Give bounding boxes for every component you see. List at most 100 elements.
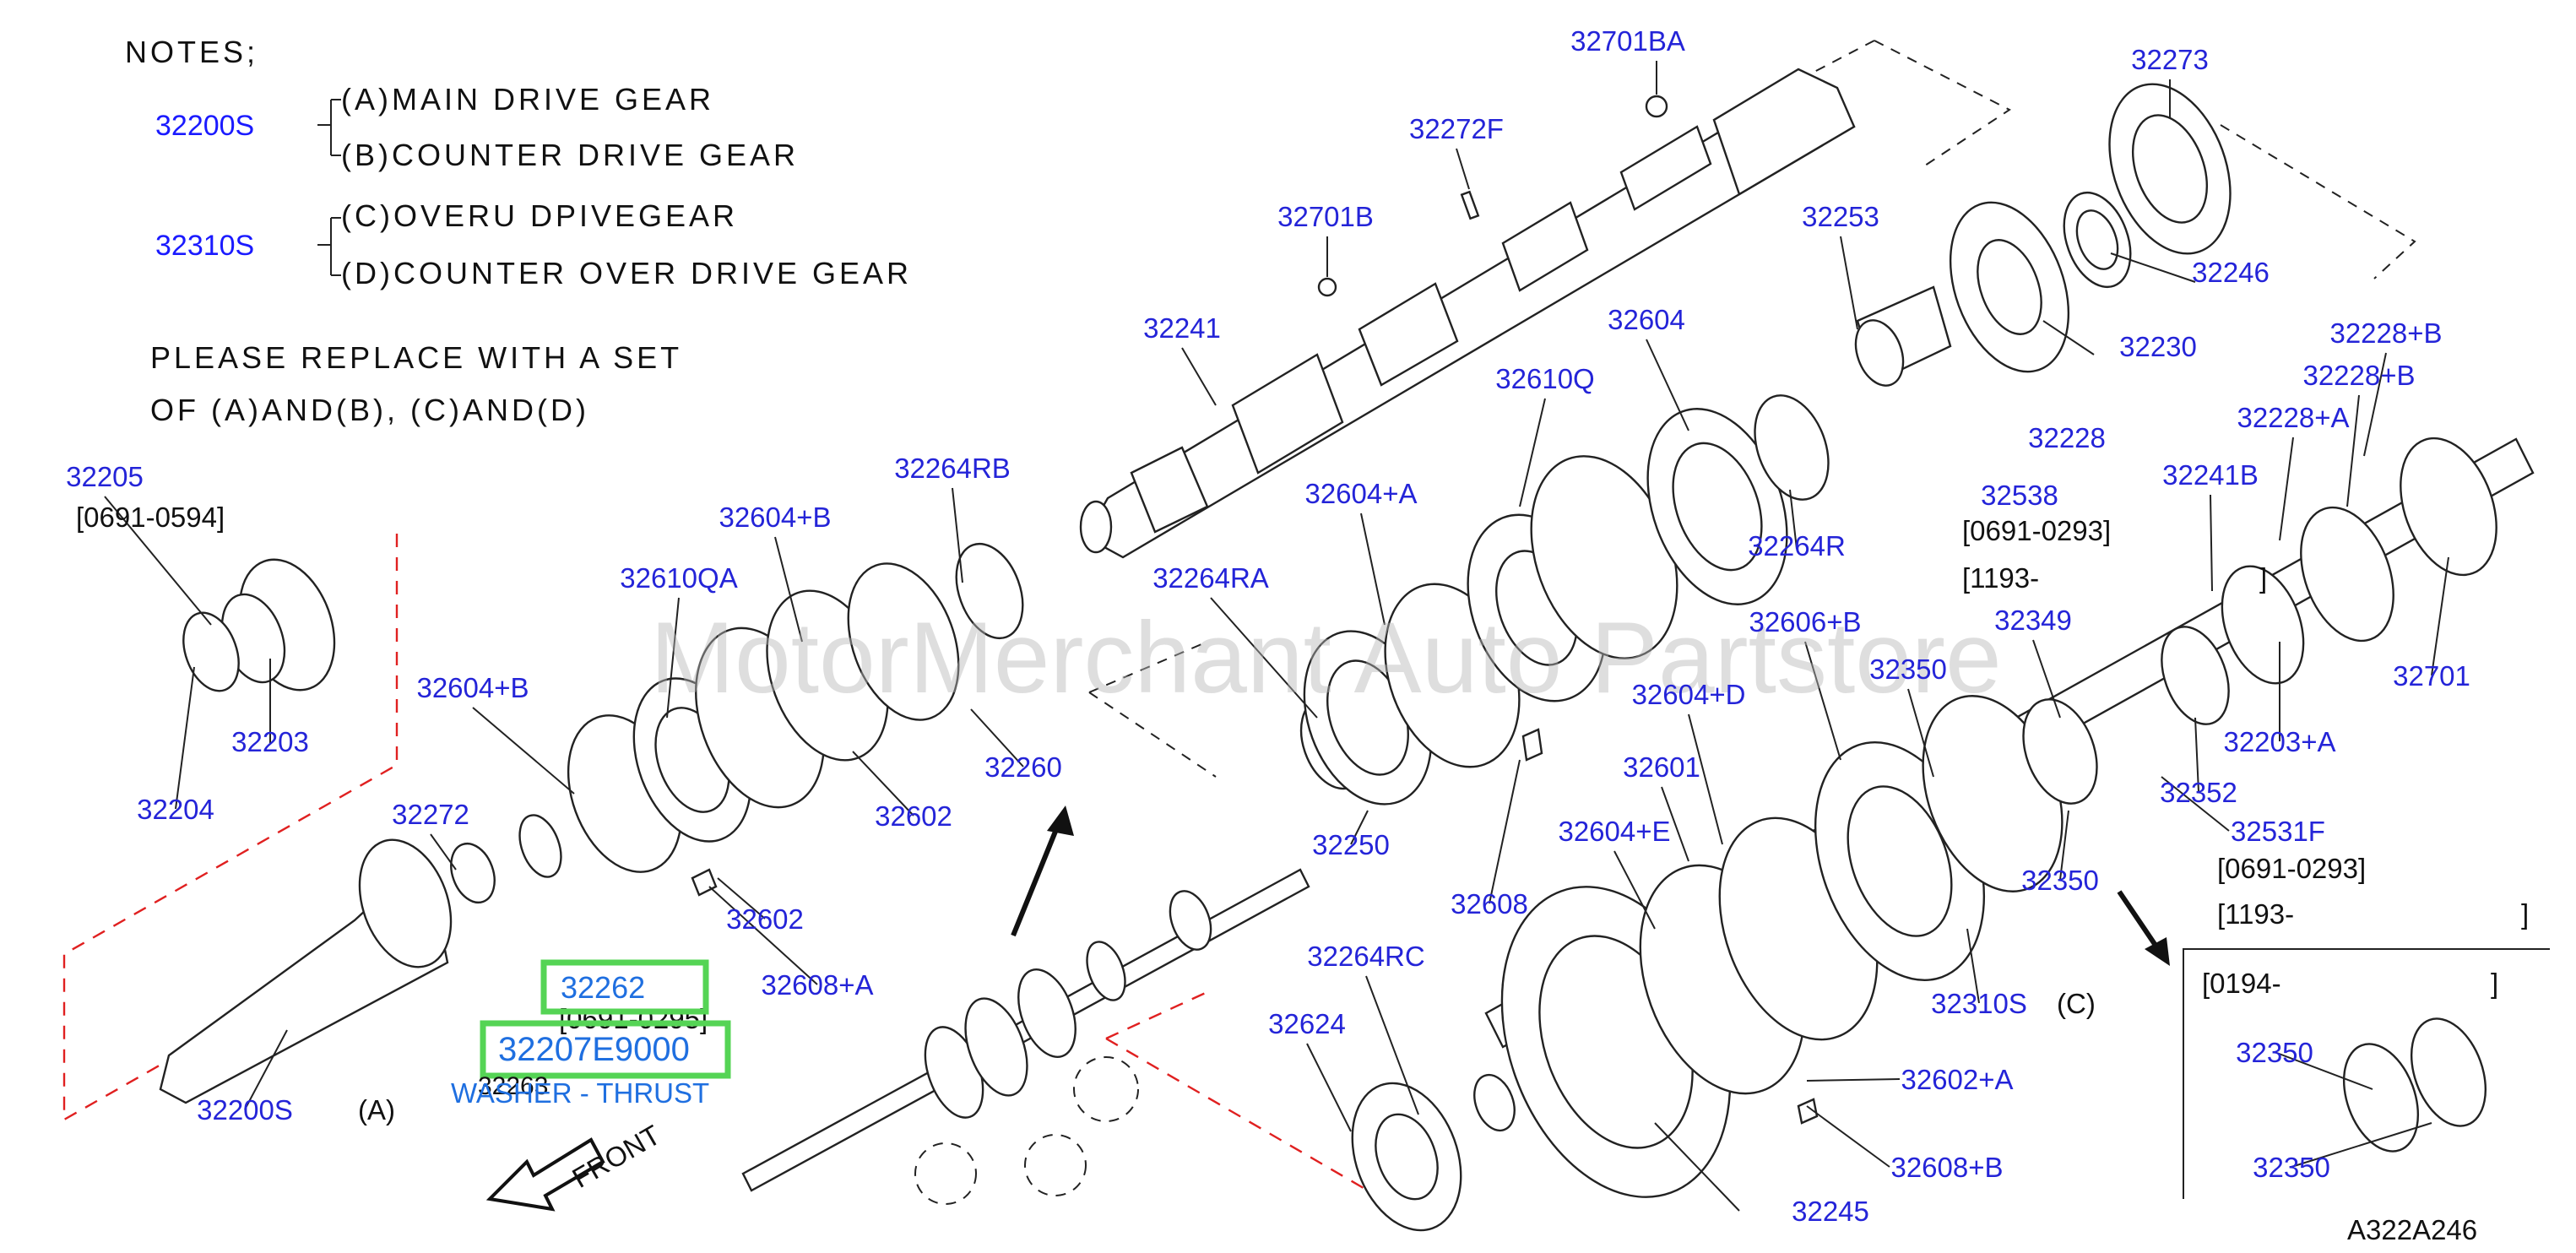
part-label-32273[interactable]: 32273 <box>2131 44 2209 75</box>
date-ranges: [0691-0594] [0691-0293] [1193- ] [0691-0… <box>76 502 2529 1034</box>
date-range-32531-b-end: ] <box>2521 898 2529 930</box>
part-label-32350[interactable]: 32350 <box>2253 1152 2330 1183</box>
part-label-32272f[interactable]: 32272F <box>1409 113 1504 144</box>
part-label-32230[interactable]: 32230 <box>2119 331 2197 362</box>
part-label-32604-plus-d[interactable]: 32604+D <box>1632 679 1746 710</box>
bracket-group1 <box>317 99 341 156</box>
direction-arrows <box>485 806 2170 1212</box>
front-arrow-icon <box>485 1137 605 1212</box>
part-label-32228-plus-b[interactable]: 32228+B <box>2302 360 2415 391</box>
part-label-32701[interactable]: 32701 <box>2393 660 2470 692</box>
notes-group2-line1: (C)OVERU DPIVEGEAR <box>341 198 738 233</box>
notes-group1-line2: (B)COUNTER DRIVE GEAR <box>341 138 799 172</box>
highlight-description: WASHER - THRUST <box>451 1077 709 1109</box>
gear-set-center-upper <box>1299 394 1830 806</box>
notes-heading: NOTES; <box>125 35 258 69</box>
part-label-32602[interactable]: 32602 <box>875 800 952 832</box>
part-label-32608-plus-a[interactable]: 32608+A <box>761 969 873 1001</box>
part-label-32241b[interactable]: 32241B <box>2162 459 2259 491</box>
part-label-32205[interactable]: 32205 <box>66 461 144 492</box>
part-label-32604-plus-b[interactable]: 32604+B <box>719 502 831 533</box>
part-label-32602-plus-a[interactable]: 32602+A <box>1901 1064 2013 1095</box>
part-label-32608[interactable]: 32608 <box>1451 888 1528 919</box>
part-label-32349[interactable]: 32349 <box>1994 605 2072 636</box>
part-label-32350[interactable]: 32350 <box>2021 865 2099 896</box>
part-label-32531f[interactable]: 32531F <box>2231 816 2325 847</box>
part-label-32604-plus-a[interactable]: 32604+A <box>1304 478 1417 509</box>
part-label-32604-plus-e[interactable]: 32604+E <box>1558 816 1670 847</box>
main-shaft-upper <box>1079 68 1856 559</box>
notes-group2-line2: (D)COUNTER OVER DRIVE GEAR <box>341 256 912 290</box>
date-range-32538-b-end: ] <box>2259 562 2267 594</box>
part-label-32203[interactable]: 32203 <box>231 726 309 757</box>
part-label-32203-plus-a[interactable]: 32203+A <box>2223 726 2335 757</box>
part-label-32228-plus-a[interactable]: 32228+A <box>2237 402 2349 433</box>
assembled-shaft-center <box>741 868 1310 1205</box>
dash-frame-right <box>2220 124 2416 279</box>
inset-box <box>2183 948 2550 1199</box>
notes-group2-code: 32310S <box>155 230 254 262</box>
part-label-32310s[interactable]: 32310S <box>1931 988 2027 1019</box>
part-label-32264rc[interactable]: 32264RC <box>1307 941 1424 972</box>
part-label-32250[interactable]: 32250 <box>1312 829 1390 860</box>
part-label-32350[interactable]: 32350 <box>2236 1037 2313 1068</box>
part-label-32610qa[interactable]: 32610QA <box>620 562 737 594</box>
part-label-32610q[interactable]: 32610Q <box>1495 363 1594 394</box>
part-label-32608-plus-b[interactable]: 32608+B <box>1890 1152 2003 1183</box>
part-label-32538[interactable]: 32538 <box>1981 480 2058 511</box>
part-label-32204[interactable]: 32204 <box>137 794 214 825</box>
date-range-32205: [0691-0594] <box>76 502 225 533</box>
part-labels: 32701BA 32273 32272F 32701B 32253 32246 32241 3… <box>66 25 2470 1227</box>
part-label-32228[interactable]: 32228 <box>2028 422 2106 453</box>
part-label-32264ra[interactable]: 32264RA <box>1152 562 1269 594</box>
highlight-group: 32262 32207E9000 32263 WASHER - THRUST <box>451 959 731 1109</box>
part-label-32264rb[interactable]: 32264RB <box>894 453 1011 484</box>
part-label-32350[interactable]: 32350 <box>1869 654 1947 685</box>
section-letter-a: (A) <box>358 1094 395 1126</box>
figure-code: A322A246 <box>2347 1214 2477 1245</box>
dash-frame-mid <box>1088 641 1217 778</box>
part-label-32272[interactable]: 32272 <box>392 799 469 830</box>
part-label-32241[interactable]: 32241 <box>1143 312 1221 344</box>
part-label-32624[interactable]: 32624 <box>1268 1008 1346 1039</box>
part-label-32604-plus-b[interactable]: 32604+B <box>416 672 529 703</box>
part-label-32246[interactable]: 32246 <box>2192 257 2270 288</box>
part-label-32264r[interactable]: 32264R <box>1748 530 1846 561</box>
highlight-box-32207E9000 <box>480 1020 731 1079</box>
inset-frame <box>2183 948 2550 1199</box>
part-label-32228-plus-b[interactable]: 32228+B <box>2329 317 2442 349</box>
part-label-32701ba[interactable]: 32701BA <box>1570 25 1685 57</box>
date-range-32538-a: [0691-0293] <box>1962 515 2111 546</box>
date-range-32531-b: [1193- <box>2217 898 2294 930</box>
part-label-32602[interactable]: 32602 <box>726 903 804 935</box>
section-letter-c: (C) <box>2057 988 2096 1019</box>
counter-shaft-lower <box>1351 437 2535 1232</box>
highlight-part-32207E9000[interactable]: 32207E9000 <box>498 1031 690 1068</box>
watermark-text: MotorMerchant Auto Partstore <box>650 601 2002 714</box>
notes-replace-line2: OF (A)AND(B), (C)AND(D) <box>150 393 589 427</box>
part-label-32253[interactable]: 32253 <box>1802 201 1879 232</box>
notes-group1-code: 32200S <box>155 110 254 142</box>
date-range-32262: [0691-0295] <box>559 1003 708 1034</box>
date-range-0194: [0194- <box>2202 968 2281 999</box>
date-range-0194-end: ] <box>2491 968 2498 999</box>
date-range-32531-a: [0691-0293] <box>2217 853 2366 884</box>
part-label-32200s[interactable]: 32200S <box>197 1094 293 1126</box>
part-label-32245[interactable]: 32245 <box>1792 1196 1869 1227</box>
bracket-group2 <box>317 217 341 276</box>
gear-set-left <box>159 542 1024 1104</box>
part-label-32606-plus-b[interactable]: 32606+B <box>1749 606 1861 637</box>
highlight-under-label: 32263 <box>478 1072 548 1100</box>
part-label-32260[interactable]: 32260 <box>984 751 1062 783</box>
bearing-group-top-right <box>1854 83 2232 387</box>
arrow-down <box>2117 890 2164 956</box>
notes-block: NOTES; 32200S (A)MAIN DRIVE GEAR (B)COUN… <box>125 35 912 427</box>
part-label-32601[interactable]: 32601 <box>1623 751 1700 783</box>
date-range-32538-b: [1193- <box>1962 562 2039 594</box>
part-label-32701b[interactable]: 32701B <box>1277 201 1374 232</box>
part-label-32604[interactable]: 32604 <box>1608 304 1685 335</box>
part-label-32352[interactable]: 32352 <box>2160 777 2237 808</box>
highlight-part-32262[interactable]: 32262 <box>561 970 645 1005</box>
